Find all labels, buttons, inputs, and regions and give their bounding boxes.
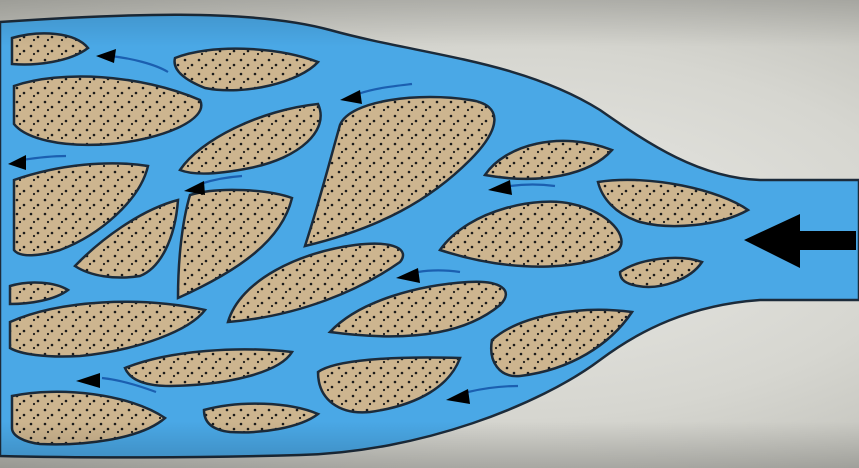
diagram-canvas	[0, 0, 859, 468]
braided-river-diagram	[0, 0, 859, 468]
vignette	[0, 0, 859, 468]
